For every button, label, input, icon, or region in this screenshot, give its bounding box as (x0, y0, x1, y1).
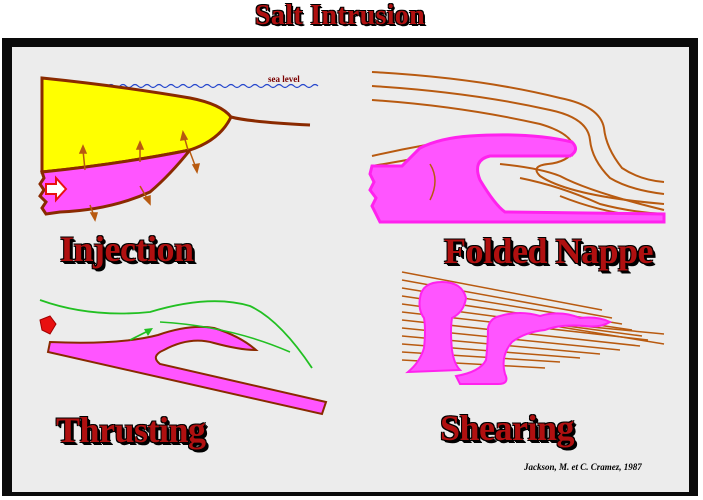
label-injection: Injection (60, 229, 194, 269)
surface-line (39, 299, 313, 369)
shearing-diagram (401, 271, 665, 385)
label-shearing: Shearing (440, 408, 575, 448)
salt-sheet-thrust (46, 325, 328, 416)
seafloor-line (230, 115, 311, 127)
thrusting-diagram (39, 299, 328, 416)
salt-body-injection (38, 147, 194, 216)
sea-level-wave (107, 83, 319, 89)
injection-push-arrow (45, 175, 68, 203)
diagram-title: Salt Intrusion (255, 0, 425, 31)
label-thrusting: Thrusting (56, 410, 206, 450)
label-folded-nappe: Folded Nappe (444, 231, 654, 271)
push-arrow (39, 315, 57, 335)
salt-body-nappe (368, 133, 666, 224)
sea-level-label: sea level (268, 74, 300, 84)
injection-diagram (38, 76, 319, 222)
stress-arrows (78, 130, 201, 222)
salt-sheared-sheet (454, 312, 613, 385)
source-credit: Jackson, M. et C. Cramez, 1987 (524, 462, 642, 472)
salt-diapir (405, 280, 468, 374)
